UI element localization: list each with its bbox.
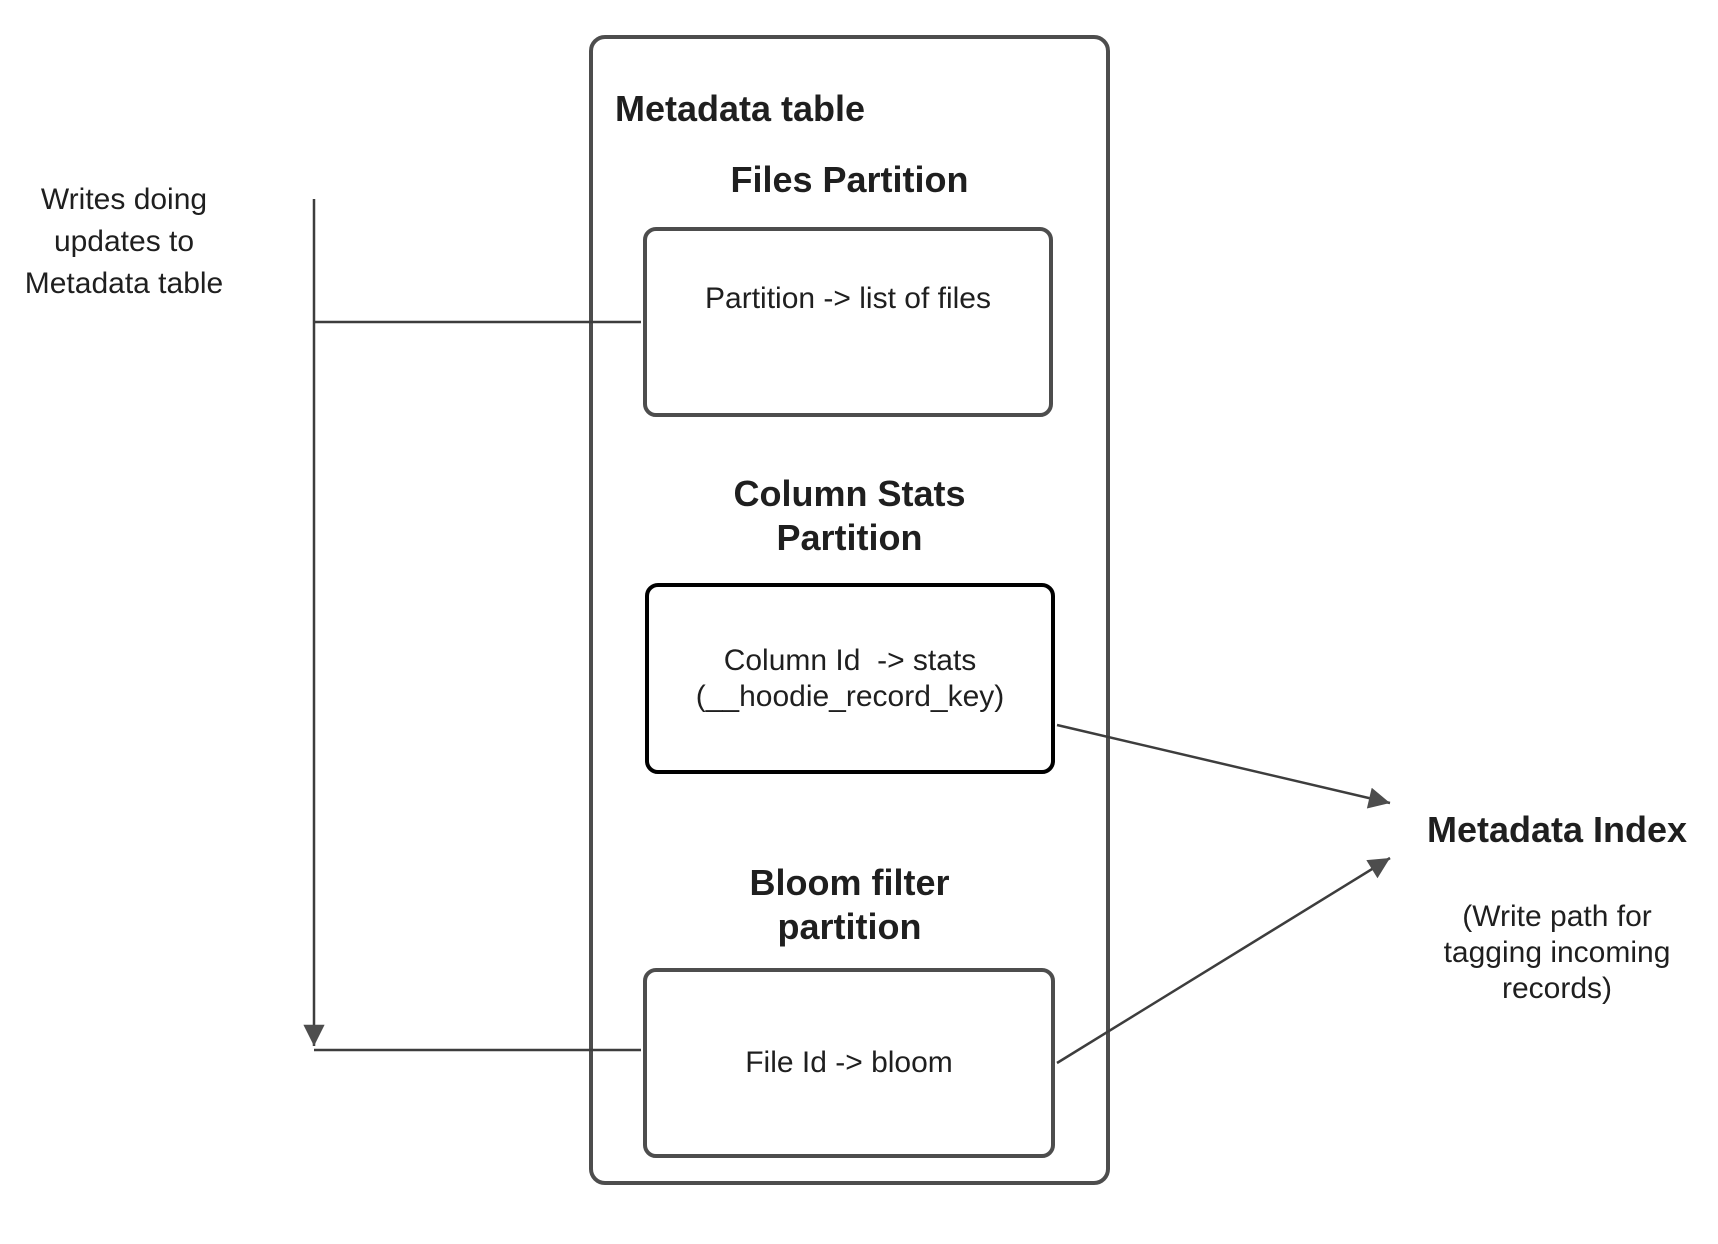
column-stats-label-line1: Column Id -> stats (723, 643, 977, 677)
bloom-filter-heading: Bloom filter partition (749, 862, 950, 947)
column-stats-label-line2: (__hoodie_record_key) (695, 679, 1005, 713)
metadata-index-title: Metadata Index (1426, 809, 1688, 850)
files-partition-box: Partition -> list of files (643, 227, 1053, 417)
bloom-filter-box: File Id -> bloom (643, 968, 1055, 1158)
column-stats-heading: Column Stats Partition (733, 473, 966, 558)
bloom-filter-label: File Id -> bloom (745, 1046, 953, 1079)
files-partition-heading: Files Partition (730, 159, 969, 200)
column-stats-box: Column Id -> stats (__hoodie_record_key) (645, 583, 1055, 774)
metadata-index-subtitle: (Write path for tagging incoming records… (1443, 900, 1671, 1005)
metadata-table-title: Metadata table (615, 88, 866, 129)
writes-note: Writes doing updates to Metadata table (24, 183, 224, 300)
files-partition-label: Partition -> list of files (705, 282, 991, 315)
